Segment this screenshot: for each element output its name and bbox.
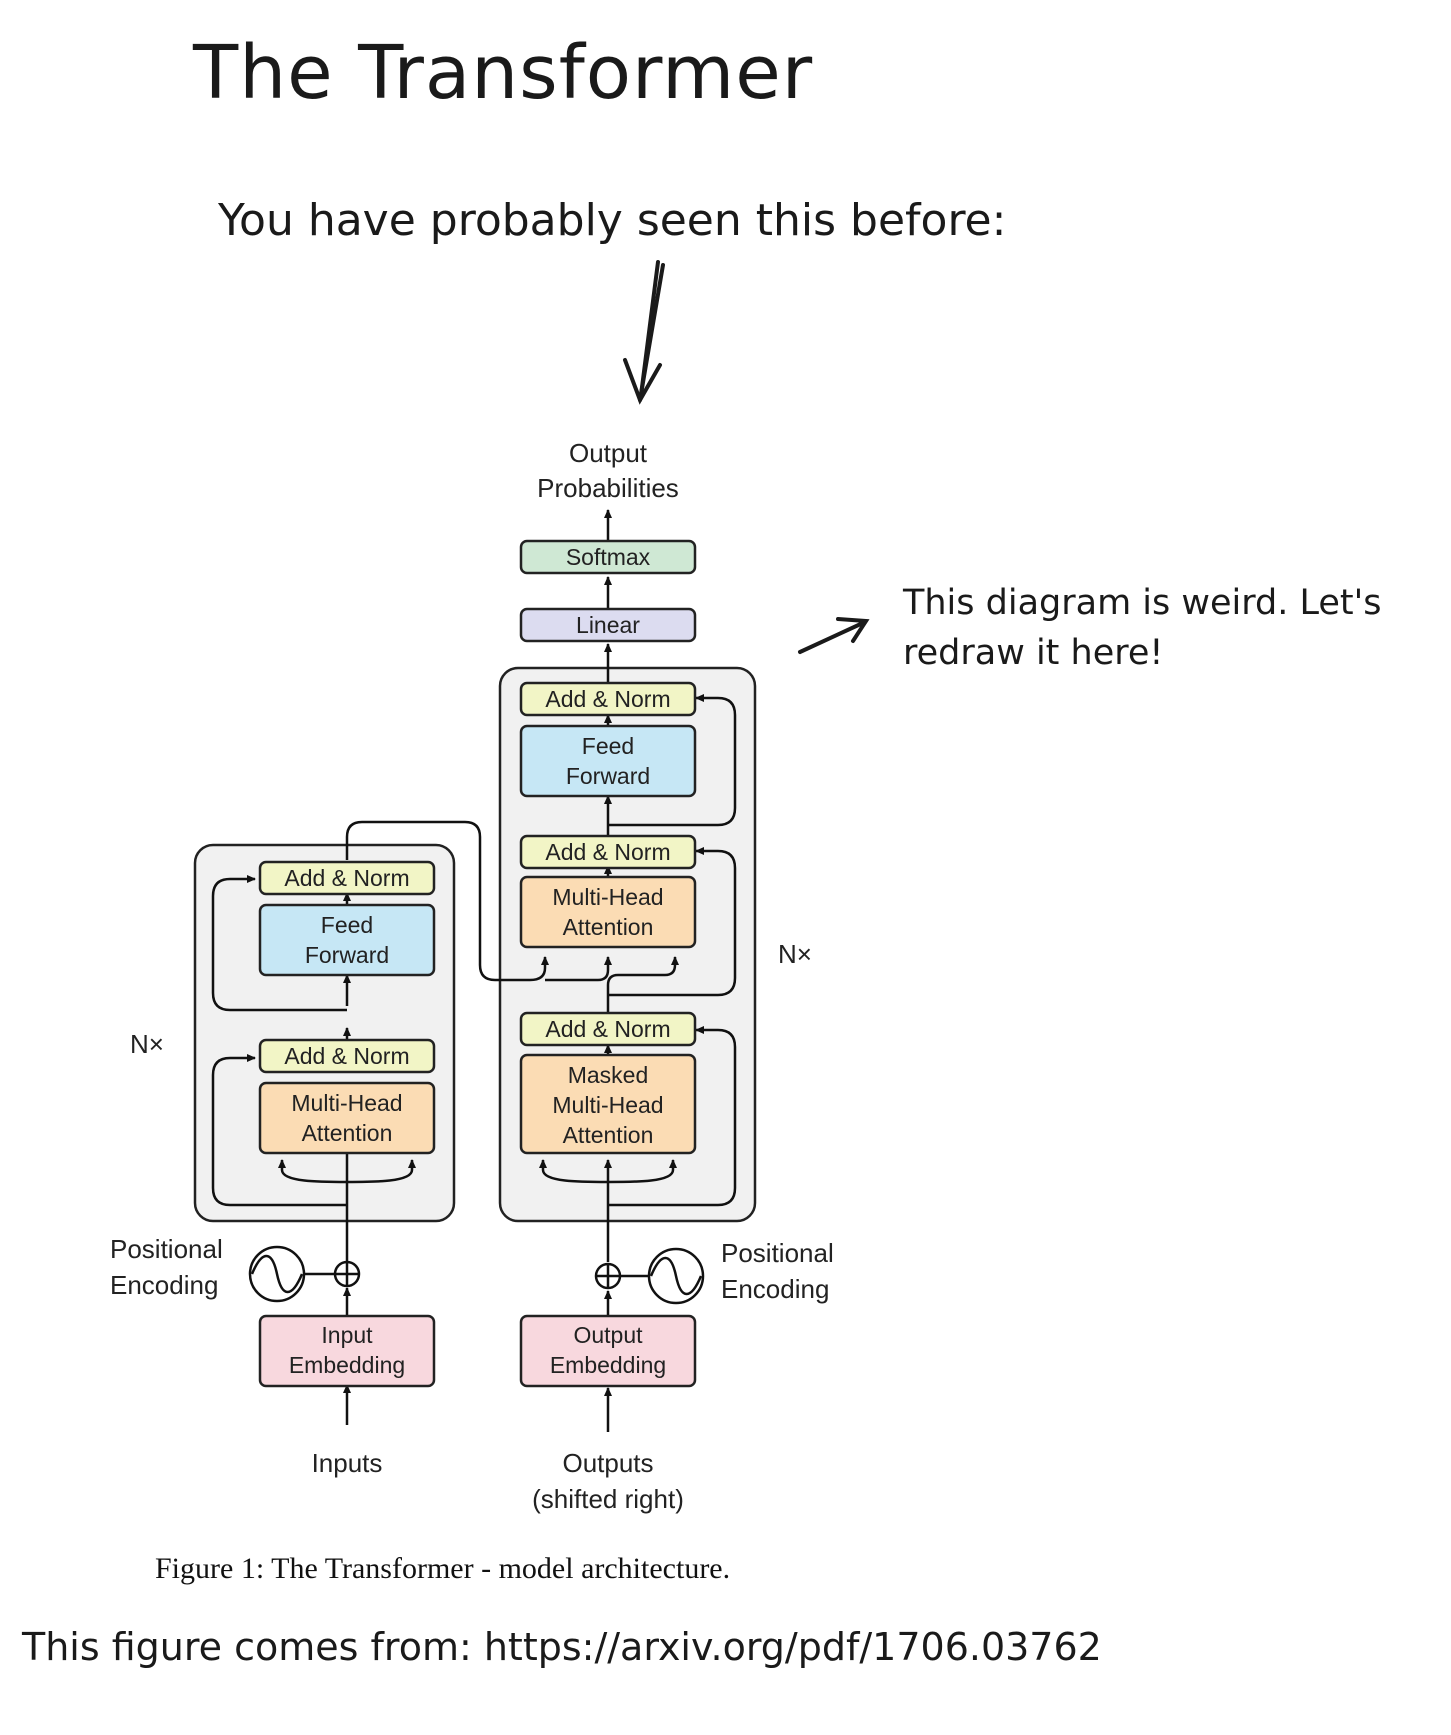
- outputs-label: Outputs: [562, 1448, 653, 1478]
- output-probabilities-label: Output: [569, 438, 648, 468]
- encoder-add-norm-top: [258, 860, 436, 896]
- encoder-add-norm-bottom-label: Add & Norm: [284, 1043, 409, 1069]
- decoder-add-norm-top: [519, 681, 697, 717]
- linear-block: [519, 607, 697, 643]
- subtitle-annotation: You have probably seen this before:: [218, 195, 1007, 246]
- input-embedding-label: Input: [321, 1322, 373, 1348]
- encoder-stack: [193, 843, 456, 1223]
- decoder-add-norm-mid: [519, 834, 697, 870]
- decoder-pe-label: Encoding: [721, 1274, 829, 1304]
- decoder-masked-attention: [519, 1053, 697, 1155]
- encoder-feed-forward-label: Feed: [321, 912, 373, 938]
- decoder-masked-label: Attention: [563, 1122, 654, 1148]
- decoder-masked-label: Masked: [568, 1062, 649, 1088]
- encoder-add-norm-bottom: [258, 1038, 436, 1074]
- outputs-label: (shifted right): [532, 1484, 684, 1514]
- encoder-pe-sine-icon: [248, 1245, 334, 1303]
- side-note-annotation: This diagram is weird. Let's redraw it h…: [903, 583, 1382, 673]
- figure-caption: Figure 1: The Transformer - model archit…: [155, 1552, 731, 1585]
- output-embedding-block: [519, 1314, 697, 1388]
- decoder-nx-label: N×: [778, 939, 812, 969]
- softmax-label: Softmax: [566, 544, 651, 570]
- page-title: The Transformer: [193, 30, 814, 116]
- hand-arrow-right: [798, 617, 870, 654]
- decoder-feed-forward-label: Forward: [566, 763, 650, 789]
- encoder-multi-head-attention: [258, 1081, 436, 1155]
- encoder-nx-label: N×: [130, 1029, 164, 1059]
- decoder-mha-label: Multi-Head: [552, 884, 663, 910]
- linear-label: Linear: [576, 612, 640, 638]
- decoder-add-norm-top-label: Add & Norm: [545, 686, 670, 712]
- source-annotation: This figure comes from: https://arxiv.or…: [22, 1625, 1102, 1669]
- encoder-add-norm-top-label: Add & Norm: [284, 865, 409, 891]
- decoder-masked-label: Multi-Head: [552, 1092, 663, 1118]
- encoder-feed-forward-label: Forward: [305, 942, 389, 968]
- encoder-mha-label: Attention: [302, 1120, 393, 1146]
- encoder-pe-label: Encoding: [110, 1270, 218, 1300]
- decoder-feed-forward-label: Feed: [582, 733, 634, 759]
- hand-arrow-down: [623, 260, 665, 405]
- output-probabilities-label: Probabilities: [537, 473, 679, 503]
- decoder-add-norm-mid-label: Add & Norm: [545, 839, 670, 865]
- decoder-add-icon: [594, 1262, 622, 1290]
- encoder-feed-forward: [258, 903, 436, 977]
- input-embedding-block: [258, 1314, 436, 1388]
- inputs-label: Inputs: [312, 1448, 383, 1478]
- encoder-pe-label: Positional: [110, 1234, 223, 1264]
- decoder-mha-label: Attention: [563, 914, 654, 940]
- encoder-mha-label: Multi-Head: [291, 1090, 402, 1116]
- decoder-pe-label: Positional: [721, 1238, 834, 1268]
- decoder-feed-forward: [519, 724, 697, 798]
- decoder-add-norm-bottom-label: Add & Norm: [545, 1016, 670, 1042]
- input-embedding-label: Embedding: [289, 1352, 405, 1378]
- encoder-add-icon: [333, 1260, 361, 1288]
- decoder-add-norm-bottom: [519, 1011, 697, 1047]
- decoder-multi-head-attention: [519, 875, 697, 949]
- softmax-block: [519, 539, 697, 575]
- decoder-pe-sine-icon: [620, 1247, 705, 1305]
- output-embedding-label: Embedding: [550, 1352, 666, 1378]
- output-embedding-label: Output: [573, 1322, 643, 1348]
